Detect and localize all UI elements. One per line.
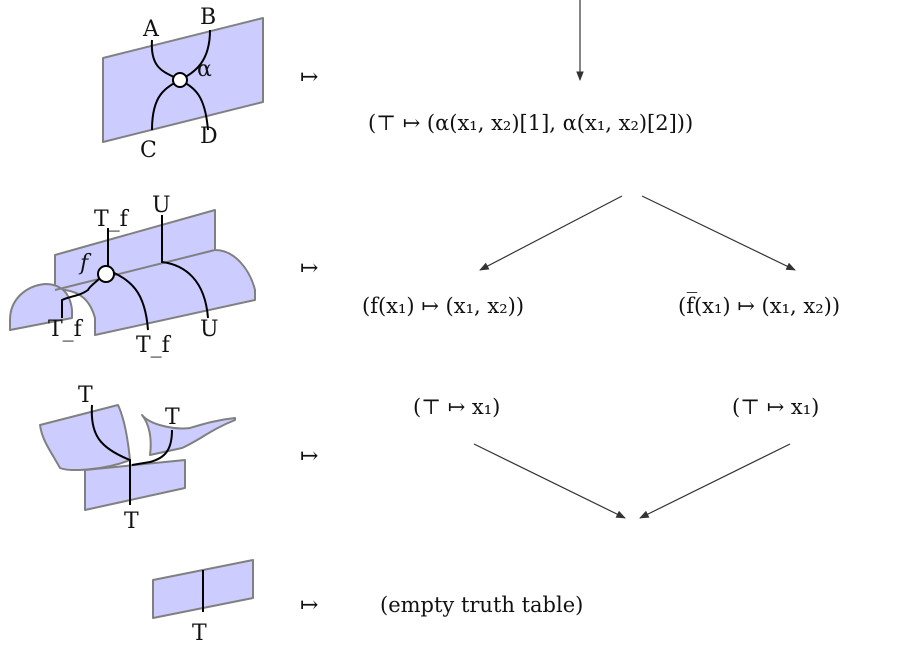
row2-label-tf-left: T_f [48,317,84,342]
row4-label-t: T [192,621,207,646]
row2-label-u-top: U [152,193,171,218]
row3-wire-right [131,429,173,466]
row2-mapsto: ↦ [300,256,318,281]
row2-label-tf-bottom: T_f [136,333,172,358]
row3-expression-left: (⊤ ↦ x₁) [413,395,500,419]
arrow-row1-to-right [641,195,796,271]
row2-label-u-bottom: U [200,317,219,342]
row2-fold-line [54,249,216,291]
row3-expression-right: (⊤ ↦ x₁) [732,395,819,419]
row2-label-tf-top: T_f [94,207,130,232]
row1-surface: A B α C D [102,5,264,163]
row2-f-node [97,265,115,283]
row3-label-t-right: T [165,405,180,430]
row1-alpha-node [172,72,188,88]
row2-expression-left: (f(x₁) ↦ (x₁, x₂)) [362,294,524,318]
row3-mapsto: ↦ [300,444,318,469]
row1-label-alpha: α [197,57,212,82]
row4-expression: (empty truth table) [380,593,583,617]
row3-surface: T T T [39,383,236,534]
arrow-row1-to-left [479,195,623,271]
row2-left-flap [9,283,73,331]
row1-mapsto: ↦ [300,65,318,90]
row1-label-d: D [200,124,218,149]
row4-mapsto: ↦ [300,593,318,618]
arrow-left-to-merge [473,443,626,519]
row3-right-sheet [141,414,236,456]
row2-expression-right: (f̅(x₁) ↦ (x₁, x₂)) [678,292,840,318]
row1-label-b: B [200,5,216,30]
row1-label-c: C [140,138,157,163]
row2-wire-u [161,215,209,319]
arrow-right-to-merge [639,443,791,519]
row3-left-sheet [39,404,131,471]
row3-wire-left [90,404,131,505]
row1-expression: (⊤ ↦ (α(x₁, x₂)[1], α(x₁, x₂)[2])) [368,111,693,135]
row2-surface: T_f U f T_f T_f U [9,193,256,358]
row4-surface: T [152,559,254,646]
row3-label-t-left: T [78,383,93,408]
row1-label-a: A [142,17,160,42]
row3-lower-sheet [84,459,186,511]
row3-label-t-bottom: T [124,509,139,534]
